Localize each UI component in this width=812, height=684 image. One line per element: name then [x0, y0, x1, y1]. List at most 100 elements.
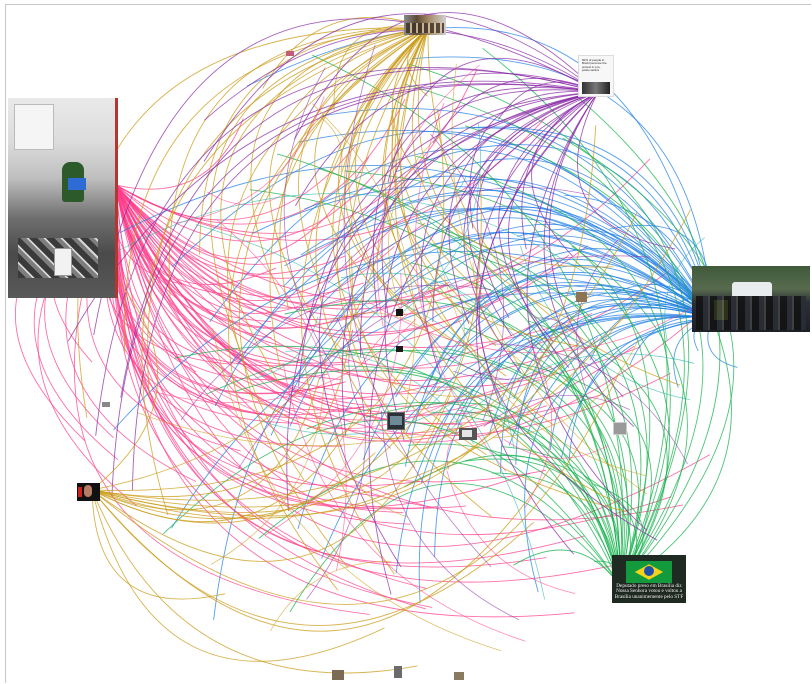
- edge-cross-link: [377, 64, 480, 327]
- edge-flag-video: [572, 258, 670, 586]
- edge-police-group: [406, 235, 713, 319]
- edge-cross-link: [330, 312, 439, 341]
- edge-flag-video: [416, 222, 633, 586]
- edge-police-group: [209, 148, 713, 322]
- edge-top-crowd: [427, 27, 681, 386]
- edge-police-group: [418, 315, 713, 604]
- photo-pink-tag[interactable]: [286, 51, 294, 56]
- edge-left-portrait: [91, 377, 320, 511]
- edge-top-crowd: [269, 27, 429, 370]
- edge-left-portrait: [91, 489, 226, 600]
- edge-left-portrait: [91, 255, 353, 498]
- edge-cross-link: [430, 134, 505, 422]
- edge-police-group: [171, 130, 713, 319]
- photo-top-crowd[interactable]: [404, 15, 446, 35]
- edge-top-crowd: [279, 27, 429, 309]
- edge-police-group: [411, 56, 713, 319]
- edge-top-crowd: [141, 27, 429, 516]
- edge-police-group: [237, 237, 713, 364]
- edge-police-group: [335, 206, 713, 322]
- edge-top-crowd: [123, 27, 429, 352]
- edge-article-card: [507, 91, 599, 368]
- edge-article-card: [476, 91, 599, 319]
- photo-bottom-2[interactable]: [394, 666, 402, 678]
- photo-bottom-3[interactable]: [454, 672, 464, 680]
- portrait-face-shape: [84, 485, 92, 497]
- edge-cross-link: [175, 96, 325, 224]
- edge-cross-link: [101, 193, 586, 274]
- edge-top-crowd: [314, 27, 429, 290]
- edge-cross-link: [264, 272, 402, 536]
- edge-article-card: [531, 91, 599, 257]
- edge-cross-link: [443, 274, 646, 477]
- edge-cross-link: [210, 359, 325, 565]
- photo-brown-square[interactable]: [576, 292, 587, 302]
- edge-article-card: [286, 91, 599, 512]
- edge-article-card: [111, 83, 599, 497]
- photo-right-small[interactable]: [613, 422, 627, 435]
- edge-left-portrait: [91, 452, 376, 524]
- edge-cross-link: [237, 255, 651, 470]
- edge-article-card: [318, 91, 599, 568]
- edge-cross-link: [576, 239, 619, 390]
- edge-left-portrait: [91, 125, 597, 517]
- edge-article-card: [432, 77, 599, 143]
- edge-top-crowd: [210, 27, 429, 351]
- photo-police-group[interactable]: [692, 266, 810, 332]
- edge-police-group: [304, 175, 713, 319]
- edge-article-card: [93, 18, 599, 336]
- edge-office-damage: [115, 184, 341, 380]
- edge-article-card: [131, 84, 599, 491]
- edge-article-card: [384, 91, 599, 441]
- office-window-shape: [14, 104, 54, 150]
- flag-video-caption: Deputado preso em Brasília diz Nossa Sen…: [614, 582, 684, 601]
- photo-center-right[interactable]: [459, 428, 477, 440]
- edge-article-card: [120, 68, 599, 398]
- edge-police-group: [497, 291, 713, 371]
- center-right-detail: [462, 430, 472, 437]
- edge-office-damage: [115, 184, 381, 498]
- edge-cross-link: [535, 317, 585, 344]
- edge-article-card: [341, 91, 599, 436]
- edge-top-crowd: [269, 27, 429, 324]
- edge-cross-link: [283, 67, 334, 367]
- edge-top-crowd: [262, 16, 429, 89]
- edge-office-damage: [115, 184, 463, 425]
- photo-bottom-1[interactable]: [332, 670, 344, 680]
- edge-cross-link: [472, 262, 546, 377]
- photo-dark-2[interactable]: [396, 346, 403, 352]
- edge-top-crowd: [391, 27, 429, 183]
- photo-left-portrait[interactable]: [77, 483, 100, 501]
- edge-article-card: [204, 29, 599, 121]
- photo-article-card[interactable]: 90% of people in Brazil perceive the pro…: [578, 55, 614, 97]
- edge-left-portrait: [91, 209, 691, 508]
- photo-center-screen[interactable]: [387, 412, 405, 430]
- edge-flag-video: [306, 401, 621, 586]
- photo-left-tag[interactable]: [102, 402, 110, 407]
- edge-cross-link: [503, 438, 609, 459]
- edge-flag-video: [344, 170, 651, 586]
- photo-office-damage[interactable]: [8, 98, 118, 298]
- edge-office-damage: [115, 184, 575, 618]
- edge-flag-video: [319, 168, 621, 586]
- edge-article-card: [95, 66, 599, 436]
- edge-top-crowd: [239, 27, 429, 569]
- edge-police-group: [432, 264, 713, 392]
- edge-flag-video: [512, 361, 652, 586]
- photo-flag-video[interactable]: Deputado preso em Brasília diz Nossa Sen…: [612, 555, 686, 603]
- edge-top-crowd: [298, 27, 429, 284]
- edge-cross-link: [389, 299, 515, 449]
- edge-police-group: [297, 285, 713, 529]
- edge-top-crowd: [227, 27, 429, 481]
- edge-cross-link: [489, 343, 688, 465]
- edge-cross-link: [441, 353, 695, 439]
- photo-dark-1[interactable]: [396, 309, 403, 316]
- edge-cross-link: [446, 431, 460, 470]
- edge-police-group: [246, 27, 713, 319]
- edge-flag-video: [431, 244, 648, 586]
- police-crowd-shape: [696, 296, 806, 330]
- edge-cross-link: [327, 187, 590, 284]
- edge-cross-link: [415, 103, 507, 472]
- edge-office-damage: [115, 184, 683, 521]
